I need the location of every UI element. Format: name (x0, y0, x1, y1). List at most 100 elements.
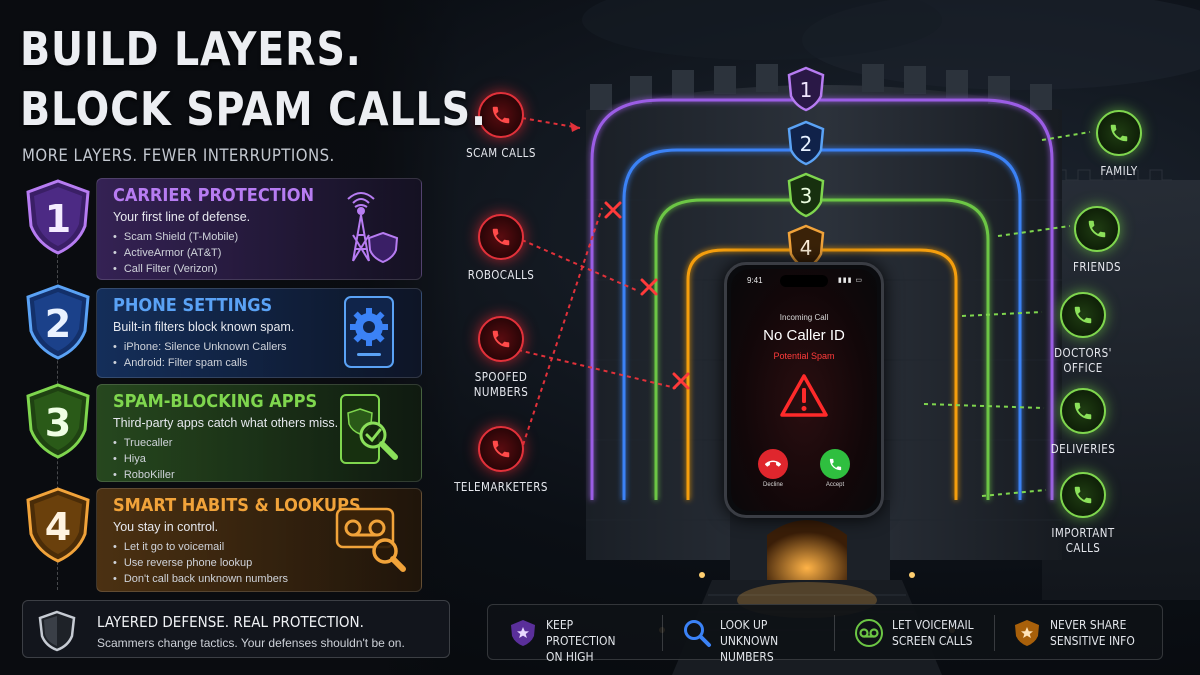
phone-icon (1096, 110, 1142, 156)
allowed-label: IMPORTANT CALLS (1051, 526, 1115, 555)
allowed-arrow (1041, 131, 1091, 141)
blocked-x-icon (640, 278, 658, 296)
svg-text:3: 3 (45, 401, 71, 445)
threat-label: SCAM CALLS (466, 146, 536, 160)
threat-robocalls: ROBOCALLS (446, 214, 556, 282)
allowed-label: FRIENDS (1073, 260, 1121, 274)
tip-text: KEEP PROTECTION ON HIGH (546, 617, 616, 664)
layered-defense-banner: LAYERED DEFENSE. REAL PROTECTION. Scamme… (22, 600, 450, 658)
phone-icon (478, 316, 524, 362)
layer-3-shield-badge: 3 (24, 382, 92, 460)
list-item: Truecaller (113, 435, 175, 451)
voicemail-magnifier-icon (335, 507, 406, 572)
list-item: Call Filter (Verizon) (113, 261, 238, 277)
layer-items: Let it go to voicemail Use reverse phone… (113, 539, 288, 587)
wall-badge-1: 1 (786, 66, 826, 112)
phone-screen: 9:41 ▮▮▮ ▭ Incoming Call No Caller ID Po… (731, 269, 877, 511)
phone-magnifier-check-icon (340, 394, 398, 464)
layer-description: You stay in control. (113, 520, 219, 534)
threat-arrow (517, 349, 677, 389)
layer-description: Built-in filters block known spam. (113, 320, 295, 334)
page-subtitle: MORE LAYERS. FEWER INTERRUPTIONS. (22, 146, 335, 166)
layer-card-spam-blocking-apps: SPAM-BLOCKING APPS Third-party apps catc… (96, 384, 422, 482)
svg-text:2: 2 (800, 132, 813, 156)
warning-triangle-icon (780, 374, 828, 417)
defense-text: Scammers change tactics. Your defenses s… (97, 636, 405, 650)
incoming-call-label: Incoming Call (779, 313, 829, 322)
svg-text:1: 1 (800, 78, 813, 102)
threat-spoofed-numbers: SPOOFED NUMBERS (446, 316, 556, 400)
list-item: ActiveArmor (AT&T) (113, 245, 238, 261)
accept-call-button[interactable]: Accept (815, 449, 855, 488)
wall-badge-2: 2 (786, 120, 826, 166)
accept-label: Accept (825, 482, 845, 488)
layer-title: CARRIER PROTECTION (113, 185, 315, 206)
allowed-important-calls: IMPORTANT CALLS (1028, 472, 1138, 556)
defense-title: LAYERED DEFENSE. REAL PROTECTION. (97, 613, 364, 631)
layer-2-shield-badge: 2 (24, 283, 92, 361)
list-item: iPhone: Silence Unknown Callers (113, 339, 287, 355)
phone-icon (478, 92, 524, 138)
incoming-call-phone: 9:41 ▮▮▮ ▭ Incoming Call No Caller ID Po… (724, 262, 884, 518)
phone-icon (1074, 206, 1120, 252)
voicemail-icon (855, 619, 883, 647)
allowed-arrow (961, 311, 1043, 317)
allowed-doctors-office: DOCTORS' OFFICE (1028, 292, 1138, 376)
layer-description: Third-party apps catch what others miss. (113, 416, 339, 430)
list-item: Don't call back unknown numbers (113, 571, 288, 587)
layer-card-phone-settings: PHONE SETTINGS Built-in filters block kn… (96, 288, 422, 378)
allowed-label: DELIVERIES (1050, 442, 1116, 456)
layer-4-shield-badge: 4 (24, 486, 92, 564)
list-item: RoboKiller (113, 467, 175, 483)
allowed-label: DOCTORS' OFFICE (1054, 346, 1112, 375)
allowed-friends: FRIENDS (1042, 206, 1152, 275)
shield-icon (38, 610, 76, 652)
tip-text: LET VOICEMAIL SCREEN CALLS (892, 617, 974, 648)
tip-text: NEVER SHARE SENSITIVE INFO (1050, 617, 1135, 648)
phone-time: 9:41 (747, 276, 763, 285)
threat-label: ROBOCALLS (467, 268, 535, 282)
caller-id: No Caller ID (763, 327, 845, 344)
signal-battery-icon: ▮▮▮ ▭ (837, 277, 863, 284)
decline-call-button[interactable]: Decline (753, 449, 793, 488)
tip-text: LOOK UP UNKNOWN NUMBERS (720, 617, 779, 664)
phone-icon (1060, 472, 1106, 518)
divider (834, 615, 835, 651)
page-title-line-1: BUILD LAYERS. (20, 22, 362, 76)
castle-illustration (517, 0, 1200, 675)
layer-items: iPhone: Silence Unknown Callers Android:… (113, 339, 287, 371)
blocked-x-icon (672, 372, 690, 390)
list-item: Use reverse phone lookup (113, 555, 288, 571)
cell-tower-shield-icon (347, 192, 399, 264)
left-panel: BUILD LAYERS. BLOCK SPAM CALLS. MORE LAY… (0, 0, 486, 675)
threat-scam-calls: SCAM CALLS (446, 92, 556, 160)
phone-settings-gear-icon (344, 296, 394, 368)
threat-label: TELEMARKETERS (454, 480, 548, 494)
threat-label: SPOOFED NUMBERS (473, 370, 529, 399)
divider (994, 615, 995, 651)
threat-telemarketers: TELEMARKETERS (446, 426, 556, 494)
layer-description: Your first line of defense. (113, 210, 251, 224)
page-title-line-2: BLOCK SPAM CALLS. (20, 82, 487, 136)
phone-icon (478, 426, 524, 472)
phone-icon (1060, 292, 1106, 338)
list-item: Hiya (113, 451, 175, 467)
svg-text:4: 4 (45, 505, 71, 549)
allowed-arrow (981, 489, 1047, 497)
allowed-label: FAMILY (1100, 164, 1138, 178)
layer-items: Truecaller Hiya RoboKiller (113, 435, 175, 483)
phone-icon (478, 214, 524, 260)
castle-scene: 1 2 3 4 SCAM CALLS ROBOCALLS (454, 0, 1200, 675)
wall-badge-3: 3 (786, 172, 826, 218)
layer-items: Scam Shield (T-Mobile) ActiveArmor (AT&T… (113, 229, 238, 277)
layer-1-shield-badge: 1 (24, 178, 92, 256)
spam-warning-label: Potential Spam (773, 351, 835, 361)
allowed-family: FAMILY (1064, 110, 1174, 179)
shield-star-icon (511, 620, 535, 646)
layer-title: SMART HABITS & LOOKUPS (113, 495, 361, 516)
blocked-x-icon (604, 201, 622, 219)
phone-notch (780, 275, 828, 287)
tip-look-up-numbers: LOOK UP UNKNOWN NUMBERS (672, 605, 832, 664)
magnifier-icon (684, 620, 711, 647)
